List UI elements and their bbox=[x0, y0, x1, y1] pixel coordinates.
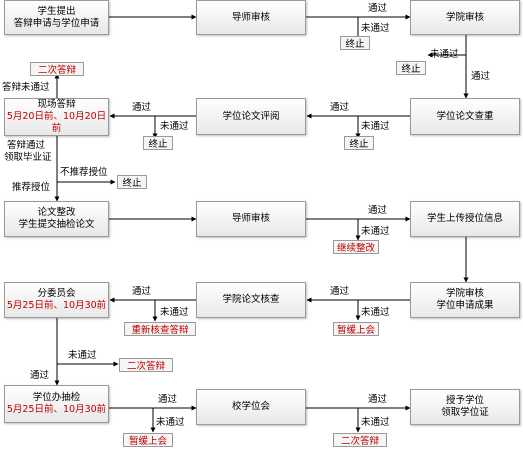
tag-second-defense-2: 二次答辩 bbox=[119, 358, 173, 372]
box-student-apply: 学生提出 答辩申请与学位申请 bbox=[4, 0, 109, 35]
box-student-apply-line1: 学生提出 bbox=[37, 5, 76, 17]
box-thesis-revision: 论文整改 学生提交抽检论文 bbox=[4, 201, 109, 237]
label-pass-4: 通过 bbox=[132, 102, 152, 113]
box-college-review-2-line2: 学位申请成果 bbox=[436, 300, 494, 311]
box-award-degree: 授予学位 领取学位证 bbox=[410, 389, 520, 425]
label-pass-9: 通过 bbox=[158, 394, 178, 405]
box-thesis-review-text: 学位论文评阅 bbox=[222, 110, 280, 122]
label-pass-5: 通过 bbox=[368, 205, 388, 216]
label-fail-10: 未通过 bbox=[361, 417, 390, 428]
box-college-review-1: 学院审核 bbox=[410, 0, 520, 35]
box-college-review-1-text: 学院审核 bbox=[445, 11, 484, 23]
label-fail-4: 未通过 bbox=[160, 121, 189, 132]
label-defense-pass-2: 领取毕业证 bbox=[4, 152, 52, 163]
box-degree-office-check-title: 学位办抽检 bbox=[32, 392, 81, 403]
box-university-degree-committee-text: 校学位会 bbox=[231, 401, 270, 412]
label-fail-1: 未通过 bbox=[361, 23, 390, 34]
box-college-thesis-check: 学院论文核查 bbox=[196, 282, 306, 318]
box-oral-defense: 现场答辩 5月20日前、10月20日前 bbox=[4, 98, 109, 136]
tag-stop-college: 终止 bbox=[396, 61, 426, 75]
box-award-degree-line1: 授予学位 bbox=[445, 395, 484, 406]
box-plagiarism-check: 学位论文查重 bbox=[410, 98, 520, 135]
tag-second-defense-1: 二次答辩 bbox=[30, 62, 84, 76]
box-thesis-review: 学位论文评阅 bbox=[196, 98, 306, 135]
tag-stop-review: 终止 bbox=[143, 136, 173, 150]
tag-second-defense-3: 二次答辩 bbox=[333, 433, 387, 447]
box-degree-office-check: 学位办抽检 5月25日前、10月30前 bbox=[4, 385, 109, 423]
label-pass-10: 通过 bbox=[368, 394, 388, 405]
tag-hold-meeting-1: 暂缓上会 bbox=[333, 322, 379, 336]
tag-stop-not-recommend: 终止 bbox=[117, 175, 147, 189]
box-advisor-review-2-text: 导师审核 bbox=[231, 213, 270, 224]
tag-stop-plagiarism: 终止 bbox=[344, 136, 374, 150]
box-college-review-2-line1: 学院审核 bbox=[445, 288, 484, 299]
label-fail-8: 未通过 bbox=[68, 350, 97, 361]
box-upload-degree-info-text: 学生上传授位信息 bbox=[426, 213, 503, 224]
label-pass-6: 通过 bbox=[330, 286, 350, 297]
label-defense-fail: 答辩未通过 bbox=[2, 82, 50, 93]
box-advisor-review-1: 导师审核 bbox=[196, 0, 306, 35]
box-oral-defense-deadline: 5月20日前、10月20日前 bbox=[6, 111, 107, 134]
box-advisor-review-2: 导师审核 bbox=[196, 201, 306, 237]
label-pass-2: 通过 bbox=[471, 71, 491, 82]
label-fail-2: 未通过 bbox=[430, 49, 459, 60]
box-upload-degree-info: 学生上传授位信息 bbox=[410, 201, 520, 237]
box-thesis-revision-line2: 学生提交抽检论文 bbox=[18, 219, 95, 230]
box-subcommittee-deadline: 5月25日前、10月30前 bbox=[6, 300, 107, 311]
box-college-thesis-check-text: 学院论文核查 bbox=[222, 294, 280, 305]
tag-continue-revision: 继续整改 bbox=[333, 240, 379, 254]
label-fail-7: 未通过 bbox=[160, 307, 189, 318]
label-fail-6: 未通过 bbox=[361, 307, 390, 318]
label-fail-5: 未通过 bbox=[361, 226, 390, 237]
tag-stop-advisor: 终止 bbox=[340, 36, 370, 50]
label-pass-1: 通过 bbox=[368, 3, 388, 14]
label-pass-7: 通过 bbox=[132, 286, 152, 297]
label-fail-3: 未通过 bbox=[361, 121, 390, 132]
box-university-degree-committee: 校学位会 bbox=[196, 389, 306, 425]
box-student-apply-line2: 答辩申请与学位申请 bbox=[13, 17, 100, 29]
label-recommend: 推荐授位 bbox=[12, 182, 51, 193]
tag-recheck-defense: 重新核查答辩 bbox=[124, 322, 196, 336]
box-plagiarism-check-text: 学位论文查重 bbox=[436, 110, 494, 122]
label-fail-9: 未通过 bbox=[156, 417, 185, 428]
box-college-review-2: 学院审核 学位申请成果 bbox=[410, 282, 520, 318]
box-subcommittee-title: 分委员会 bbox=[37, 288, 76, 299]
box-thesis-revision-line1: 论文整改 bbox=[37, 207, 76, 218]
label-defense-pass-1: 答辩通过 bbox=[7, 140, 46, 151]
label-pass-3: 通过 bbox=[330, 102, 350, 113]
label-pass-8: 通过 bbox=[30, 370, 50, 381]
box-advisor-review-1-text: 导师审核 bbox=[231, 11, 270, 23]
tag-hold-meeting-2: 暂缓上会 bbox=[123, 433, 173, 447]
box-oral-defense-title: 现场答辩 bbox=[37, 99, 76, 110]
label-not-recommend: 不推荐授位 bbox=[60, 167, 108, 178]
box-award-degree-line2: 领取学位证 bbox=[441, 407, 489, 418]
box-subcommittee: 分委员会 5月25日前、10月30前 bbox=[4, 282, 109, 318]
box-degree-office-check-deadline: 5月25日前、10月30前 bbox=[6, 404, 107, 415]
